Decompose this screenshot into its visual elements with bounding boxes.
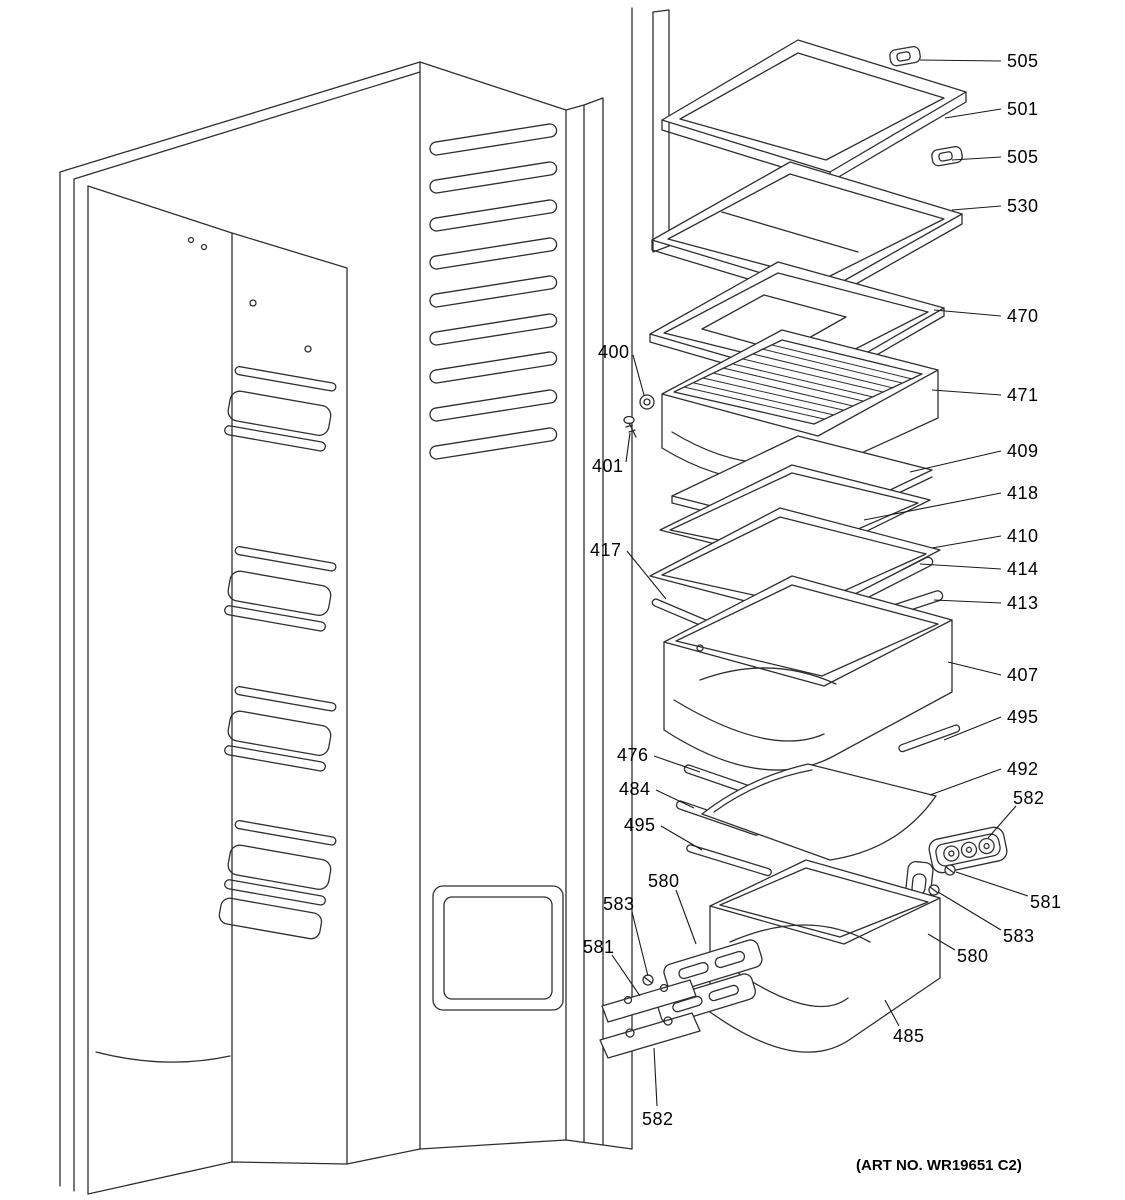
- part-label-470: 470: [1007, 306, 1039, 326]
- part-581-plate-left: [601, 979, 697, 1023]
- part-label-581: 581: [1030, 892, 1062, 912]
- part-495-rail-left: [686, 844, 772, 877]
- leader-line-582: [653, 1047, 658, 1107]
- part-501-glass-shelf: [661, 39, 967, 183]
- part-400-grommet: [639, 394, 655, 410]
- part-label-581: 581: [583, 937, 615, 957]
- leader-line-581: [611, 954, 641, 997]
- leader-line-583: [631, 911, 649, 977]
- part-495-rail-right: [898, 724, 961, 753]
- part-label-476: 476: [617, 745, 649, 765]
- leader-line-582: [987, 805, 1017, 839]
- leader-line-418: [863, 492, 1002, 521]
- leader-line-400: [632, 354, 645, 396]
- part-505-clip-lower: [931, 145, 963, 167]
- part-label-583: 583: [603, 894, 635, 914]
- leader-line-484: [655, 789, 695, 809]
- leader-line-580: [927, 933, 956, 951]
- part-label-583: 583: [1003, 926, 1035, 946]
- part-label-580: 580: [957, 946, 989, 966]
- leader-lines: [611, 59, 1029, 1107]
- art-number: (ART NO. WR19651 C2): [856, 1157, 1022, 1174]
- part-label-492: 492: [1007, 759, 1039, 779]
- part-583-screw-left: [642, 974, 654, 986]
- part-505-clip-top: [889, 45, 921, 67]
- part-label-485: 485: [893, 1026, 925, 1046]
- part-label-409: 409: [1007, 441, 1039, 461]
- part-label-501: 501: [1007, 99, 1039, 119]
- leader-line-401: [625, 432, 631, 463]
- leader-line-410: [931, 535, 1002, 549]
- part-label-414: 414: [1007, 559, 1039, 579]
- part-580-bracket-left: [657, 939, 763, 1025]
- leader-line-530: [951, 205, 1002, 211]
- leader-line-505: [951, 156, 1002, 161]
- part-label-407: 407: [1007, 665, 1039, 685]
- door-bins: [218, 365, 337, 940]
- leader-line-495: [660, 825, 703, 851]
- leader-line-505: [919, 59, 1002, 62]
- part-label-580: 580: [648, 871, 680, 891]
- coil-shelves: [429, 123, 558, 460]
- part-label-505: 505: [1007, 147, 1039, 167]
- part-label-495: 495: [1007, 707, 1039, 727]
- leader-line-407: [947, 661, 1002, 676]
- part-label-418: 418: [1007, 483, 1039, 503]
- leader-line-476: [653, 755, 701, 773]
- leader-line-471: [931, 389, 1002, 396]
- part-581-screw-right: [944, 864, 956, 876]
- leader-line-470: [933, 309, 1002, 317]
- part-label-582: 582: [1013, 788, 1045, 808]
- part-label-495: 495: [624, 815, 656, 835]
- leader-line-414: [919, 563, 1002, 570]
- part-label-417: 417: [590, 540, 622, 560]
- leader-line-417: [626, 550, 667, 600]
- leader-line-581: [955, 871, 1029, 897]
- leader-line-580: [675, 889, 697, 945]
- part-label-401: 401: [592, 456, 624, 476]
- part-label-400: 400: [598, 342, 630, 362]
- leader-line-501: [944, 108, 1002, 119]
- part-583-screw-right: [928, 884, 940, 896]
- leader-line-413: [933, 599, 1002, 604]
- part-label-530: 530: [1007, 196, 1039, 216]
- part-label-582: 582: [642, 1109, 674, 1129]
- part-492-cover: [701, 763, 937, 861]
- part-label-413: 413: [1007, 593, 1039, 613]
- part-582-plate-bottom: [599, 1012, 701, 1059]
- part-label-471: 471: [1007, 385, 1039, 405]
- leader-line-492: [929, 768, 1002, 796]
- part-407-drawer: [663, 575, 953, 771]
- part-label-484: 484: [619, 779, 651, 799]
- part-582-bracket-right: [928, 826, 1008, 874]
- part-label-505: 505: [1007, 51, 1039, 71]
- exploded-parts: [599, 39, 1008, 1059]
- part-401-screw: [623, 415, 637, 438]
- leader-line-583: [937, 891, 1002, 931]
- refrigerator-cabinet: [59, 7, 670, 1195]
- part-label-410: 410: [1007, 526, 1039, 546]
- leader-line-485: [884, 999, 900, 1027]
- leader-line-409: [909, 450, 1002, 473]
- leader-line-495: [943, 716, 1002, 741]
